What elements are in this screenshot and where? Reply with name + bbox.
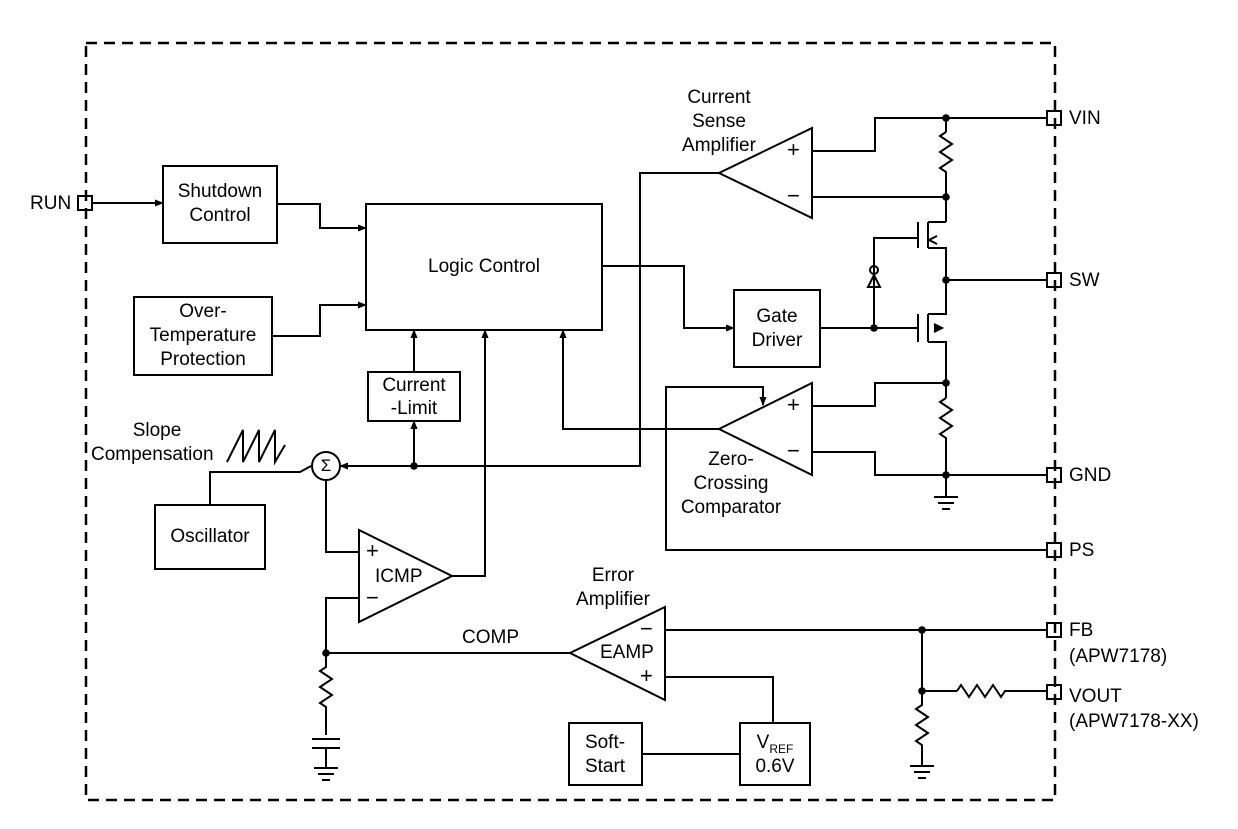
pin-vout-label: VOUT: [1069, 686, 1122, 707]
csa-label-3: Amplifier: [682, 135, 756, 156]
eamp-plus: +: [640, 663, 653, 688]
current-sense-amplifier: [716, 126, 813, 220]
eamp-name: EAMP: [600, 642, 654, 663]
zcc-plus: +: [787, 392, 800, 417]
comp-resistor: [318, 653, 334, 735]
error-amplifier: [567, 605, 666, 702]
pin-run-label: RUN: [30, 193, 72, 214]
pin-fb-label: FB: [1069, 620, 1094, 641]
csa-label-1: Current: [687, 87, 751, 108]
otp-label-2: Temperature: [149, 325, 257, 346]
icmp-label: ICMP: [375, 566, 423, 587]
otp-label-3: Protection: [160, 349, 246, 370]
icmp-minus: −: [366, 585, 379, 610]
vref-symbol: V: [756, 732, 770, 753]
logic-control-label: Logic Control: [428, 256, 540, 277]
csa-label-2: Sense: [692, 111, 746, 132]
current-limit-label-1: Current: [382, 375, 446, 396]
eamp-label-1: Error: [591, 565, 635, 586]
csa-plus: +: [787, 137, 800, 162]
fb-ground: [910, 765, 934, 779]
zcc-minus: −: [787, 438, 800, 463]
zcc-label-1: Zero-: [708, 449, 754, 470]
gnd-symbol: [934, 496, 958, 510]
vref-label: VREF: [757, 731, 794, 761]
shutdown-label-2: Control: [189, 205, 251, 226]
comp-ground: [314, 767, 338, 781]
pin-sw-label: SW: [1069, 270, 1100, 291]
zcc-label-2: Crossing: [693, 473, 769, 494]
fb-resistor: [914, 691, 930, 766]
shutdown-label-1: Shutdown: [177, 181, 263, 202]
soft-start-label-2: Start: [584, 756, 626, 777]
slope-label-2: Compensation: [91, 444, 214, 465]
gnd-sense-resistor: [938, 397, 954, 497]
pin-vout-note: (APW7178-XX): [1069, 711, 1199, 732]
gate-driver-label-2: Driver: [751, 330, 803, 351]
slope-label-1: Slope: [132, 420, 182, 441]
pin-vin-label: VIN: [1069, 108, 1101, 129]
vref-value: 0.6V: [755, 756, 795, 777]
pin-ps-label: PS: [1069, 540, 1095, 561]
icmp-amplifier: [358, 528, 455, 624]
eamp-label-2: Amplifier: [576, 589, 650, 610]
zero-crossing-comparator: [716, 381, 813, 477]
oscillator-label: Oscillator: [170, 526, 250, 547]
high-side-mosfet: [873, 221, 947, 296]
csa-minus: −: [787, 183, 800, 208]
chip-boundary: [84, 41, 1057, 802]
eamp-minus: −: [640, 616, 653, 641]
current-limit-label-2: -Limit: [390, 398, 438, 419]
gate-driver-label-1: Gate: [756, 306, 798, 327]
low-side-mosfet: [820, 280, 947, 383]
vref-subscript: REF: [769, 741, 794, 756]
soft-start-label-1: Soft-: [584, 732, 626, 753]
comp-capacitor: [312, 738, 340, 768]
icmp-plus: +: [366, 538, 379, 563]
sense-resistor: [938, 131, 954, 197]
zcc-label-3: Comparator: [680, 497, 782, 518]
inverter: [866, 272, 882, 328]
pin-gnd-label: GND: [1069, 465, 1112, 486]
pin-fb-note: (APW7178): [1069, 646, 1168, 667]
sawtooth-wave: [226, 429, 286, 466]
sigma-symbol: Σ: [320, 456, 332, 475]
otp-label-1: Over-: [179, 301, 227, 322]
vout-resistor: [956, 683, 1047, 699]
comp-label: COMP: [462, 627, 519, 648]
